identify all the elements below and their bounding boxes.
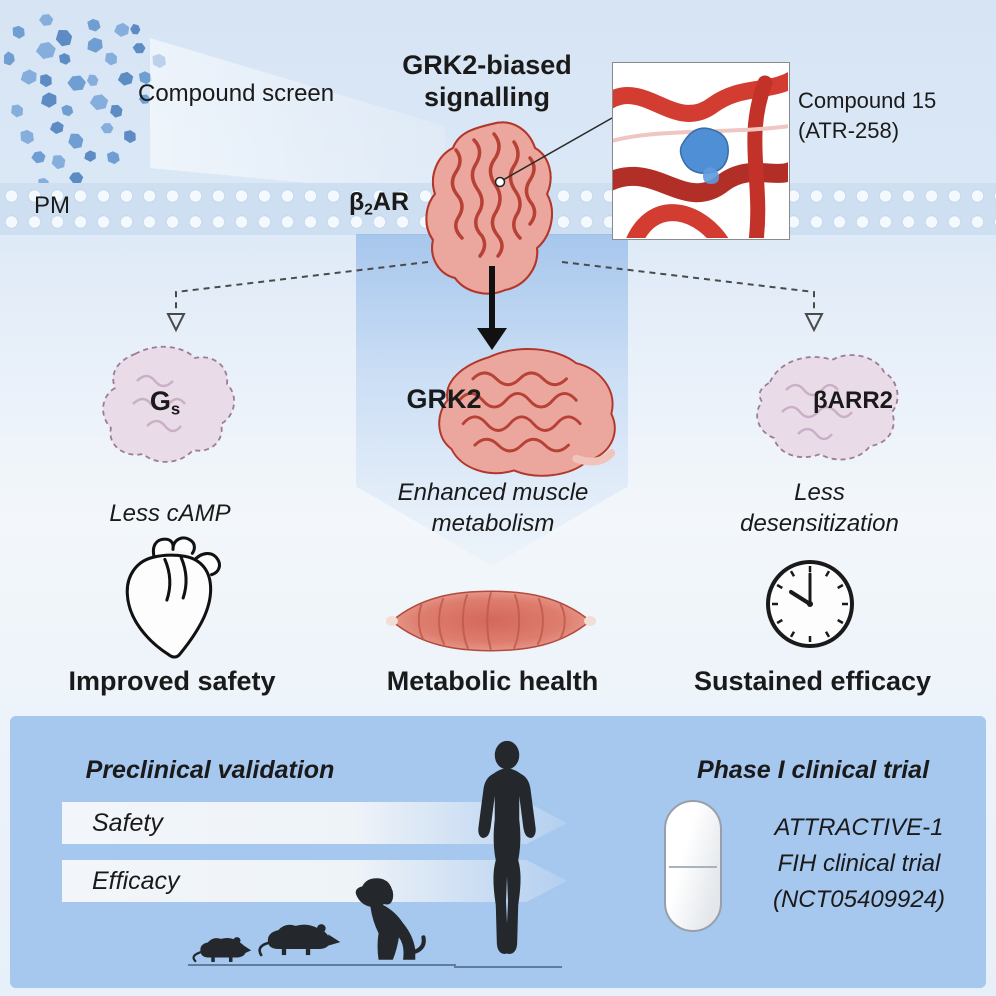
compound15-caption: Compound 15 (ATR-258) [798, 86, 993, 145]
receptor-subscript: 2 [364, 201, 373, 219]
gs-protein-structure [102, 345, 235, 463]
ground-line-rodents [188, 964, 348, 966]
ground-line-dog [348, 964, 456, 966]
efficacy-banner-label: Efficacy [92, 867, 180, 895]
title-line2: signalling [423, 81, 550, 112]
gs-label: Gs [130, 386, 200, 420]
trial-name: ATTRACTIVE-1 [774, 814, 944, 841]
outcome-improved-safety: Improved safety [68, 666, 276, 696]
effect-center-line1: Enhanced muscle [397, 479, 589, 506]
human-silhouette [478, 740, 536, 954]
trial-id: (NCT05409924) [772, 886, 946, 913]
effect-right-line2: desensitization [740, 510, 899, 538]
effect-less-desensitization: Less desensitization [722, 477, 917, 539]
safety-banner-label: Safety [92, 809, 163, 837]
figure-title: GRK2-biased signalling [352, 50, 622, 114]
compound15-caption-line1: Compound 15 [798, 88, 937, 113]
binding-pocket-illustration [593, 66, 809, 258]
outcome-metabolic-health: Metabolic health [386, 666, 599, 696]
gs-main: G [149, 386, 171, 416]
ground-line-human [454, 966, 562, 968]
efficacy-banner: Efficacy [62, 860, 567, 902]
receptor-prefix: β [349, 188, 365, 216]
clock-icon [766, 560, 854, 648]
trial-info: ATTRACTIVE-1 FIH clinical trial (NCT0540… [726, 810, 992, 918]
clinical-trial-title: Phase I clinical trial [696, 756, 930, 784]
effect-muscle-metabolism: Enhanced muscle metabolism [378, 477, 608, 539]
receptor-suffix: AR [372, 188, 409, 216]
heart-icon [125, 536, 221, 659]
mouse-silhouette [192, 937, 252, 963]
binding-pocket-inset [593, 62, 809, 258]
barr2-protein-structure [756, 354, 899, 461]
grk2-label: GRK2 [406, 384, 482, 414]
title-line1: GRK2-biased [402, 50, 572, 80]
beta2ar-label: β2AR [344, 188, 414, 219]
effect-center-line2: metabolism [431, 510, 555, 538]
gs-subscript: s [170, 399, 181, 419]
grk2-protein-structure [438, 348, 616, 477]
rat-silhouette [258, 924, 341, 957]
compound-screen-label: Compound screen [138, 80, 335, 107]
compound15-caption-line2: (ATR-258) [798, 117, 900, 143]
barr2-label: βARR2 [813, 387, 893, 414]
dog-silhouette [355, 878, 426, 960]
beta2ar-receptor-structure [425, 121, 553, 295]
effect-less-camp: Less cAMP [109, 500, 231, 527]
pill-capsule-icon [664, 800, 722, 932]
trial-desc: FIH clinical trial [777, 850, 941, 877]
pm-label: PM [34, 192, 70, 219]
preclinical-title: Preclinical validation [85, 756, 335, 784]
muscle-icon [385, 590, 597, 652]
translational-panel: Preclinical validation Phase I clinical … [10, 716, 986, 988]
effect-right-line1: Less [794, 479, 845, 506]
outcome-sustained-efficacy: Sustained efficacy [693, 666, 932, 696]
